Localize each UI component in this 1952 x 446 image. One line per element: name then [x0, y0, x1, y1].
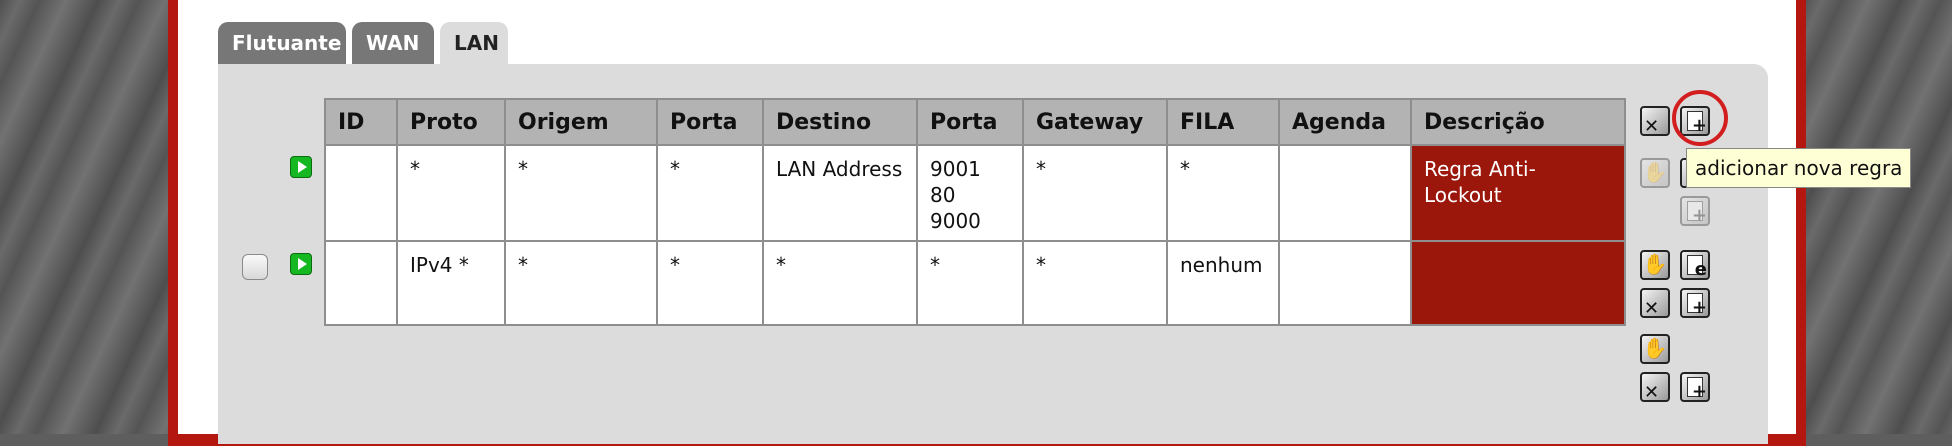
- cell-origem: *: [504, 240, 658, 326]
- table-row[interactable]: IPv4 * * * * * * nenhum: [324, 240, 1626, 326]
- cell-gateway: *: [1022, 144, 1168, 242]
- cell-porta-destino: *: [916, 240, 1024, 326]
- tab-lan[interactable]: LAN: [440, 22, 508, 66]
- move-hand-icon[interactable]: ✋: [1640, 334, 1670, 364]
- tab-wan[interactable]: WAN: [352, 22, 434, 64]
- delete-rule-icon[interactable]: ✕: [1640, 372, 1670, 402]
- cell-descricao: [1410, 240, 1626, 326]
- cell-id: [324, 240, 398, 326]
- column-header-proto: Proto: [396, 98, 506, 146]
- add-rule-icon[interactable]: +: [1680, 288, 1710, 318]
- delete-rule-icon[interactable]: ✕: [1640, 106, 1670, 136]
- column-header-agenda: Agenda: [1278, 98, 1412, 146]
- cell-agenda: [1278, 144, 1412, 242]
- column-header-gateway: Gateway: [1022, 98, 1168, 146]
- column-header-origem: Origem: [504, 98, 658, 146]
- port-value: *: [930, 253, 940, 277]
- move-hand-icon[interactable]: ✋: [1640, 158, 1670, 188]
- highlight-ring: [1672, 90, 1728, 146]
- edit-rule-icon[interactable]: e: [1680, 250, 1710, 280]
- cell-porta-origem: *: [656, 240, 764, 326]
- tooltip: adicionar nova regra: [1686, 148, 1912, 188]
- table-header-row: ID Proto Origem Porta Destino Porta Gate…: [324, 98, 1626, 146]
- cell-origem: *: [504, 144, 658, 242]
- background-right: [1802, 0, 1952, 434]
- column-header-fila: FILA: [1166, 98, 1280, 146]
- cell-destino: LAN Address: [762, 144, 918, 242]
- background-left: [0, 0, 172, 434]
- add-rule-icon[interactable]: +: [1680, 196, 1710, 226]
- cell-agenda: [1278, 240, 1412, 326]
- cell-gateway: *: [1022, 240, 1168, 326]
- cell-id: [324, 144, 398, 242]
- column-header-porta-destino: Porta: [916, 98, 1024, 146]
- column-header-porta-origem: Porta: [656, 98, 764, 146]
- rule-select-checkbox[interactable]: [242, 254, 268, 280]
- play-icon[interactable]: [290, 253, 312, 275]
- tab-flutuante[interactable]: Flutuante: [218, 22, 346, 64]
- cell-porta-origem: *: [656, 144, 764, 242]
- cell-descricao: Regra Anti-Lockout: [1410, 144, 1626, 242]
- cell-fila: nenhum: [1166, 240, 1280, 326]
- add-rule-icon[interactable]: +: [1680, 372, 1710, 402]
- column-header-descricao: Descrição: [1410, 98, 1626, 146]
- move-hand-icon[interactable]: ✋: [1640, 250, 1670, 280]
- table-row[interactable]: * * * LAN Address 9001 80 9000 * * Regra…: [324, 144, 1626, 242]
- cell-proto: *: [396, 144, 506, 242]
- cell-porta-destino: 9001 80 9000: [916, 144, 1024, 242]
- firewall-rules-table: ID Proto Origem Porta Destino Porta Gate…: [324, 98, 1626, 326]
- port-value: 9001: [930, 157, 981, 181]
- cell-destino: *: [762, 240, 918, 326]
- cell-fila: *: [1166, 144, 1280, 242]
- port-value: 9000: [930, 209, 981, 233]
- column-header-id: ID: [324, 98, 398, 146]
- delete-rule-icon[interactable]: ✕: [1640, 288, 1670, 318]
- cell-proto: IPv4 *: [396, 240, 506, 326]
- column-header-destino: Destino: [762, 98, 918, 146]
- play-icon[interactable]: [290, 156, 312, 178]
- port-value: 80: [930, 183, 956, 207]
